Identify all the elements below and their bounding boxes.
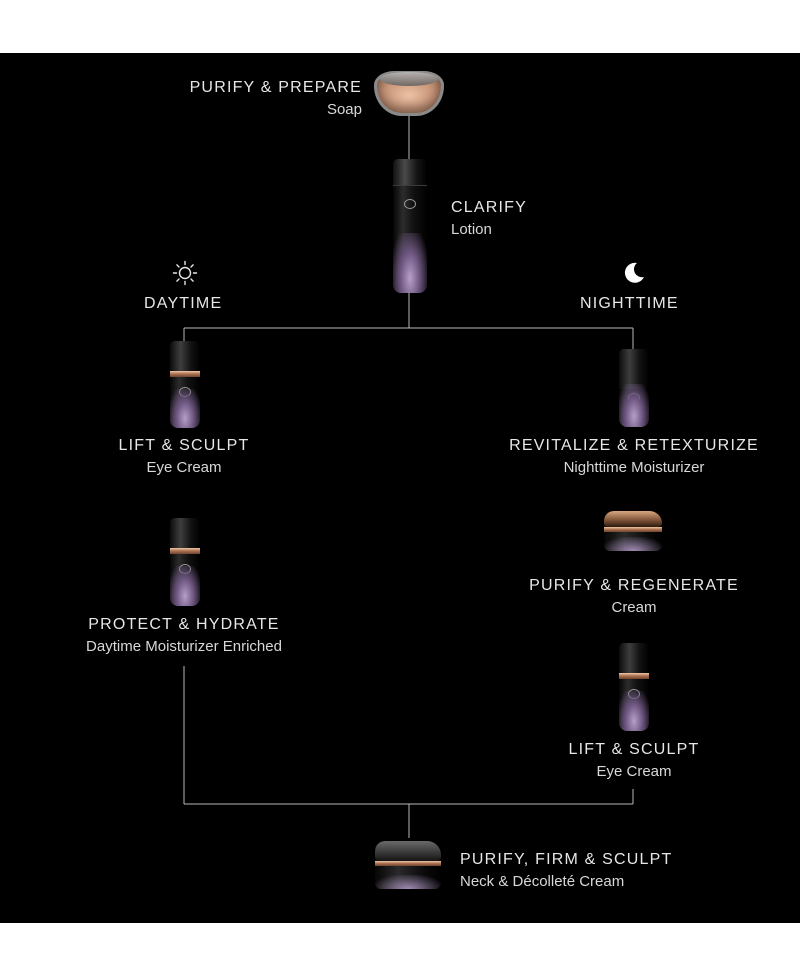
day-moisturizer-product-image [170,518,200,606]
nighttime-label: NIGHTTIME [580,295,679,312]
night-eye-cream-product-image [619,643,649,731]
day-eye-cream-product-image [170,341,200,428]
step-night-eye-subtitle: Eye Cream [596,763,672,780]
sun-icon [172,260,198,286]
lotion-product-image [393,159,427,293]
step-night-cream-title: PURIFY & REGENERATE [529,577,739,594]
neck-cream-product-image [375,841,441,889]
step-neck-subtitle: Neck & Décolleté Cream [460,873,625,890]
step-soap: PURIFY & PREPARE Soap [190,77,362,121]
step-night-cream-subtitle: Cream [611,599,657,616]
step-day-moisturizer: PROTECT & HYDRATE Daytime Moisturizer En… [34,614,334,658]
night-cream-product-image [604,511,662,551]
step-day-eye-title: LIFT & SCULPT [118,437,250,454]
daytime-label: DAYTIME [144,295,223,312]
step-night-eye-title: LIFT & SCULPT [568,741,700,758]
step-night-moisturizer: REVITALIZE & RETEXTURIZE Nighttime Moist… [484,435,784,479]
moon-icon [624,262,644,283]
step-soap-subtitle: Soap [326,101,362,118]
step-day-moisturizer-subtitle: Daytime Moisturizer Enriched [86,638,282,655]
step-night-moisturizer-title: REVITALIZE & RETEXTURIZE [509,437,759,454]
connector-lines [183,115,634,838]
step-lotion-title: CLARIFY [451,199,527,216]
step-night-cream: PURIFY & REGENERATE Cream [484,575,784,619]
step-lotion-subtitle: Lotion [451,221,492,238]
step-day-moisturizer-title: PROTECT & HYDRATE [88,616,280,633]
night-moisturizer-product-image [619,349,649,427]
step-neck: PURIFY, FIRM & SCULPT Neck & Décolleté C… [460,849,673,893]
step-neck-title: PURIFY, FIRM & SCULPT [460,851,673,868]
routine-diagram: PURIFY & PREPARE Soap CLARIFY Lotion DAY… [0,53,800,923]
step-lotion: CLARIFY Lotion [451,197,527,241]
step-soap-title: PURIFY & PREPARE [189,79,362,96]
step-night-eye: LIFT & SCULPT Eye Cream [534,739,734,783]
soap-product-image [374,71,444,116]
step-day-eye-subtitle: Eye Cream [146,459,222,476]
step-day-eye: LIFT & SCULPT Eye Cream [84,435,284,479]
step-night-moisturizer-subtitle: Nighttime Moisturizer [563,459,705,476]
